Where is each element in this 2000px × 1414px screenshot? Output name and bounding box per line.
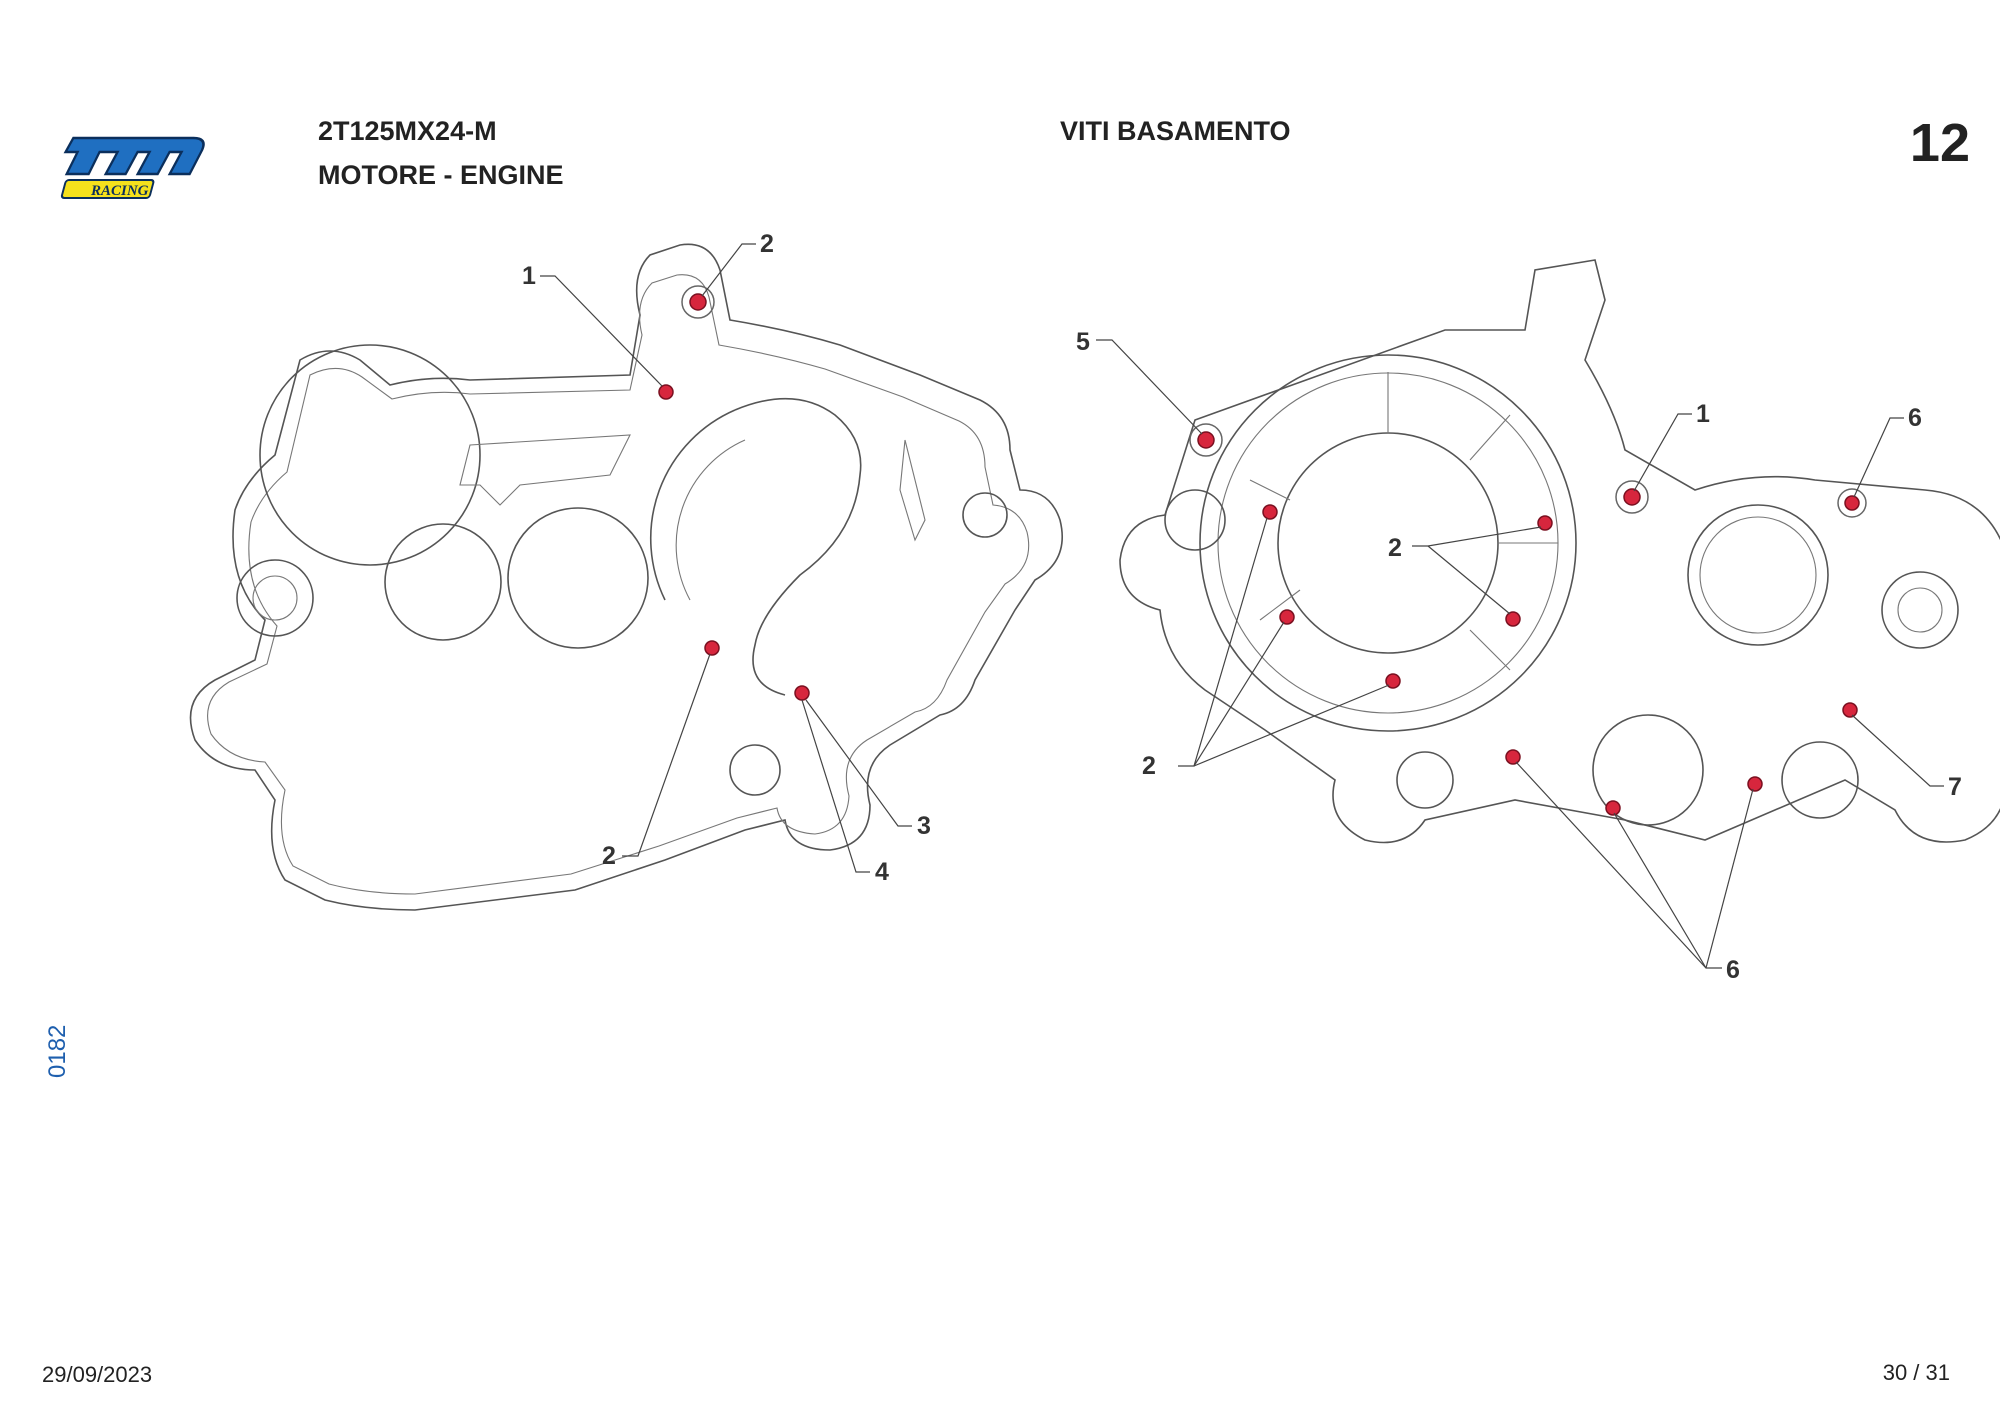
right-callout-5: 5: [1076, 328, 1090, 356]
right-callout-6-lower: 6: [1726, 956, 1740, 984]
left-callout-2-lower: 2: [602, 842, 616, 870]
left-callout-4: 4: [875, 858, 889, 886]
left-callout-3: 3: [917, 812, 931, 840]
left-crankcase: 1 2 2 3 4: [189, 230, 1064, 911]
page-counter: 30 / 31: [1882, 1360, 1950, 1385]
right-callout-6-top: 6: [1908, 404, 1922, 432]
group-title: MOTORE - ENGINE: [318, 160, 564, 190]
right-bolt-1: [1615, 480, 1649, 514]
table-number: 12: [1909, 113, 1970, 173]
tm-racing-logo: RACING tm: [60, 136, 205, 199]
right-crankcase: 5 1 6 2 2 6 7: [1076, 259, 2000, 984]
right-bolt-7: [1842, 702, 1858, 718]
model-code: 2T125MX24-M: [318, 116, 497, 146]
right-bolts-6-lower: [1505, 749, 1763, 816]
right-callout-7: 7: [1948, 773, 1962, 801]
right-callout-2-lower: 2: [1142, 752, 1156, 780]
logo-sub-text: RACING: [90, 183, 149, 199]
right-bolts-2: [1262, 504, 1553, 689]
right-bolt-5: [1189, 423, 1223, 457]
section-title: VITI BASAMENTO: [1060, 116, 1291, 146]
left-callout-1: 1: [522, 262, 536, 290]
side-code: 0182: [44, 1024, 71, 1078]
left-callout-2-top: 2: [760, 230, 774, 258]
right-bolt-6-top: [1837, 488, 1867, 518]
left-bolt-2-top: [681, 285, 715, 319]
print-date: 29/09/2023: [42, 1362, 153, 1387]
right-callout-2-inner: 2: [1388, 534, 1402, 562]
left-bolt-1: [658, 384, 674, 400]
right-callout-1: 1: [1696, 400, 1710, 428]
left-bolt-3-4: [794, 685, 810, 701]
left-bolt-2-lower: [704, 640, 720, 656]
